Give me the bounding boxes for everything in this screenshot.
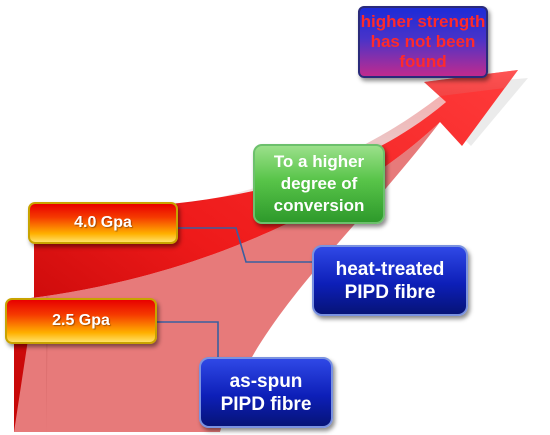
connector-2-5gpa-as-spun xyxy=(156,321,219,362)
heat-treated-fibre-text: heat-treated PIPD fibre xyxy=(335,258,445,303)
strength-value-2-5gpa: 2.5 Gpa xyxy=(5,298,157,344)
conversion-note-box: To a higher degree of conversion xyxy=(253,144,385,224)
arrow-highlight xyxy=(34,70,518,222)
strength-value-4gpa: 4.0 Gpa xyxy=(28,202,178,244)
as-spun-fibre-box: as-spun PIPD fibre xyxy=(199,357,333,428)
conversion-note-text: To a higher degree of conversion xyxy=(273,152,365,215)
strength-value-4gpa-text: 4.0 Gpa xyxy=(74,214,132,231)
arrow-body xyxy=(14,70,518,432)
goal-box: higher strength has not been found xyxy=(358,6,488,78)
strength-value-2-5gpa-text: 2.5 Gpa xyxy=(52,312,110,329)
as-spun-fibre-text: as-spun PIPD fibre xyxy=(220,370,312,415)
connector-4gpa-heat-treated xyxy=(172,227,316,263)
goal-text: higher strength has not been found xyxy=(360,12,486,71)
heat-treated-fibre-box: heat-treated PIPD fibre xyxy=(312,245,468,316)
